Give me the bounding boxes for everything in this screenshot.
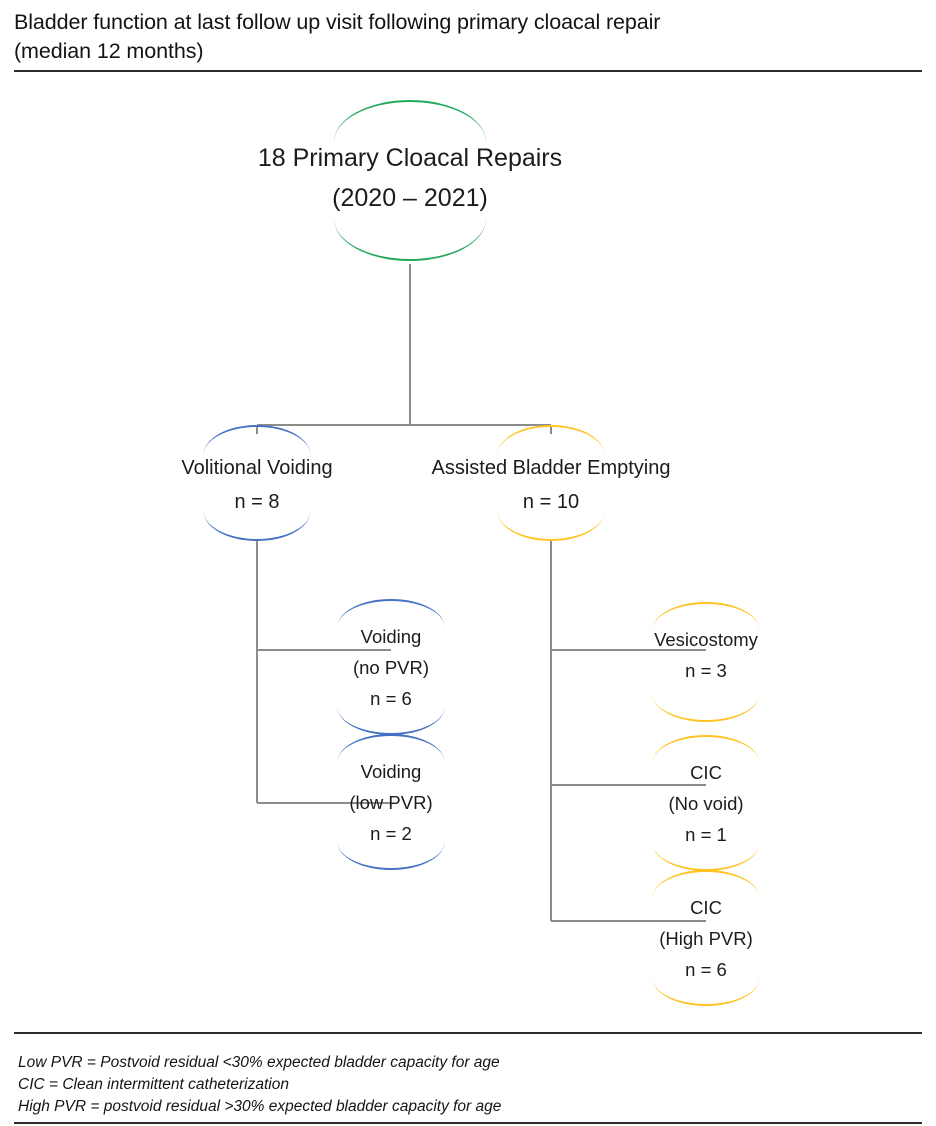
node-label-count: n = 6 (370, 688, 412, 709)
page-title-line-2: (median 12 months) (14, 39, 204, 63)
node-arc-top-yellow (652, 602, 760, 630)
node-label-count: n = 10 (522, 491, 580, 513)
node-arc-bottom-blue (203, 511, 311, 541)
footer-divider-bottom (14, 1122, 922, 1124)
node-primary-cloacal-repairs[interactable]: 18 Primary Cloacal Repairs (2020 – 2021) (210, 100, 610, 261)
page-title-line-1: Bladder function at last follow up visit… (14, 10, 661, 34)
node-arc-top-blue (337, 734, 445, 762)
node-arc-top-blue (203, 425, 311, 455)
node-label-line-1: Volitional Voiding (181, 457, 333, 479)
node-label-line-2: (no PVR) (352, 657, 430, 678)
node-arc-bottom-yellow (652, 694, 760, 722)
node-arc-top-yellow (497, 425, 605, 455)
connector-lines (256, 264, 706, 922)
footer-divider-top (14, 1032, 922, 1034)
node-label-line-1: CIC (690, 762, 722, 783)
node-label-line-1: CIC (690, 897, 722, 918)
node-label-line-1: Assisted Bladder Emptying (431, 457, 671, 479)
node-arc-bottom-yellow (652, 978, 760, 1006)
node-label-count: n = 8 (234, 491, 280, 513)
node-arc-bottom-green (334, 219, 486, 261)
node-label-line-1: 18 Primary Cloacal Repairs (257, 144, 563, 172)
node-arc-top-yellow (652, 870, 760, 898)
node-assisted-bladder-emptying[interactable]: Assisted Bladder Emptying n = 10 (386, 425, 716, 541)
node-label-line-2: (High PVR) (659, 928, 753, 949)
footnote-high-pvr: High PVR = postvoid residual >30% expect… (18, 1098, 502, 1115)
node-vesicostomy[interactable]: Vesicostomy n = 3 (616, 602, 796, 722)
node-voiding-no-pvr[interactable]: Voiding (no PVR) n = 6 (301, 599, 481, 735)
flowchart: 18 Primary Cloacal Repairs (2020 – 2021)… (0, 78, 936, 1018)
footnote-cic: CIC = Clean intermittent catheterization (18, 1076, 289, 1093)
node-label-line-1: Vesicostomy (654, 629, 758, 650)
node-cic-high-pvr[interactable]: CIC (High PVR) n = 6 (616, 870, 796, 1006)
node-arc-bottom-yellow (497, 511, 605, 541)
node-label-line-2: (low PVR) (349, 792, 433, 813)
node-arc-top-green (334, 100, 486, 142)
node-label-line-2: (2020 – 2021) (332, 184, 488, 212)
node-voiding-low-pvr[interactable]: Voiding (low PVR) n = 2 (301, 734, 481, 870)
node-label-line-1: Voiding (360, 761, 422, 782)
page-title: Bladder function at last follow up visit… (14, 8, 922, 66)
footnote-low-pvr: Low PVR = Postvoid residual <30% expecte… (18, 1054, 500, 1071)
node-label-line-2: (No void) (668, 793, 744, 814)
node-label-count: n = 2 (370, 823, 412, 844)
footnotes: Low PVR = Postvoid residual <30% expecte… (18, 1052, 918, 1118)
node-cic-no-void[interactable]: CIC (No void) n = 1 (616, 735, 796, 871)
node-arc-top-yellow (652, 735, 760, 763)
node-label-count: n = 6 (685, 959, 727, 980)
node-label-line-1: Voiding (360, 626, 422, 647)
node-arc-top-blue (337, 599, 445, 627)
node-arc-bottom-blue (337, 842, 445, 870)
node-volitional-voiding[interactable]: Volitional Voiding n = 8 (92, 425, 422, 541)
header-divider (14, 70, 922, 72)
node-label-count: n = 1 (685, 824, 727, 845)
node-label-count: n = 3 (685, 660, 727, 681)
